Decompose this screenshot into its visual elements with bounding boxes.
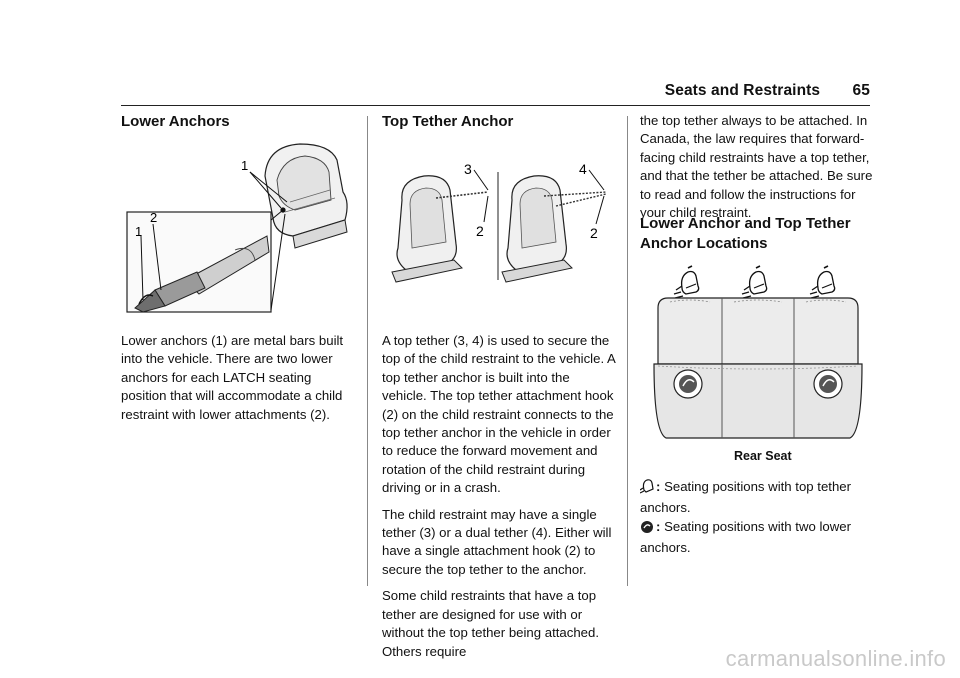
column-divider xyxy=(627,116,628,586)
top-tether-icon xyxy=(809,265,836,299)
lower-anchor-icon xyxy=(813,369,843,399)
lower-anchors-body: Lower anchors (1) are metal bars built i… xyxy=(121,332,357,432)
paragraph: The child restraint may have a single te… xyxy=(382,506,612,577)
callout-label: 1 xyxy=(241,158,248,173)
top-tether-icon xyxy=(673,265,700,299)
paragraph: the top tether always to be attached. In… xyxy=(640,113,873,221)
heading-top-tether-anchor: Top Tether Anchor xyxy=(382,113,514,130)
lower-anchor-icon xyxy=(640,520,654,539)
top-tether-body: A top tether (3, 4) is used to secure th… xyxy=(382,332,616,669)
column-divider xyxy=(367,116,368,586)
top-tether-icon xyxy=(639,478,654,499)
legend-separator: : xyxy=(656,479,661,494)
legend-text: Seating positions with top tether anchor… xyxy=(640,479,852,516)
paragraph: A top tether (3, 4) is used to secure th… xyxy=(382,333,616,496)
lower-anchors-illustration: 1 2 1 xyxy=(126,143,348,313)
callout-label: 3 xyxy=(464,161,472,177)
top-tether-illustration: 3 4 2 2 xyxy=(391,161,607,283)
paragraph: Some child restraints that have a top te… xyxy=(382,588,600,659)
callout-label: 2 xyxy=(476,223,484,239)
callout-label: 2 xyxy=(590,225,598,241)
heading-lower-anchors: Lower Anchors xyxy=(121,113,230,130)
figure-caption: Rear Seat xyxy=(734,449,792,463)
watermark: carmanualsonline.info xyxy=(725,646,946,671)
callout-label: 4 xyxy=(579,161,587,177)
page-number: 65 xyxy=(852,82,870,99)
callout-label: 1 xyxy=(135,224,142,239)
top-tether-icon xyxy=(741,265,768,299)
running-header: Seats and Restraints 65 xyxy=(665,82,870,100)
rear-seat-diagram xyxy=(653,265,863,439)
section-title: Seats and Restraints xyxy=(664,82,821,99)
legend-text: Seating positions with two lower anchors… xyxy=(640,519,851,556)
paragraph: Lower anchors (1) are metal bars built i… xyxy=(121,333,344,422)
tether-continuation: the top tether always to be attached. In… xyxy=(640,112,876,230)
header-rule xyxy=(121,105,870,106)
callout-label: 2 xyxy=(150,210,157,225)
legend-top-tether: : Seating positions with top tether anch… xyxy=(639,478,876,518)
legend-separator: : xyxy=(656,519,661,534)
lower-anchor-icon xyxy=(673,369,703,399)
heading-anchor-locations: Lower Anchor and Top Tether Anchor Locat… xyxy=(640,215,851,252)
legend-lower-anchor: : Seating positions with two lower ancho… xyxy=(640,518,876,558)
